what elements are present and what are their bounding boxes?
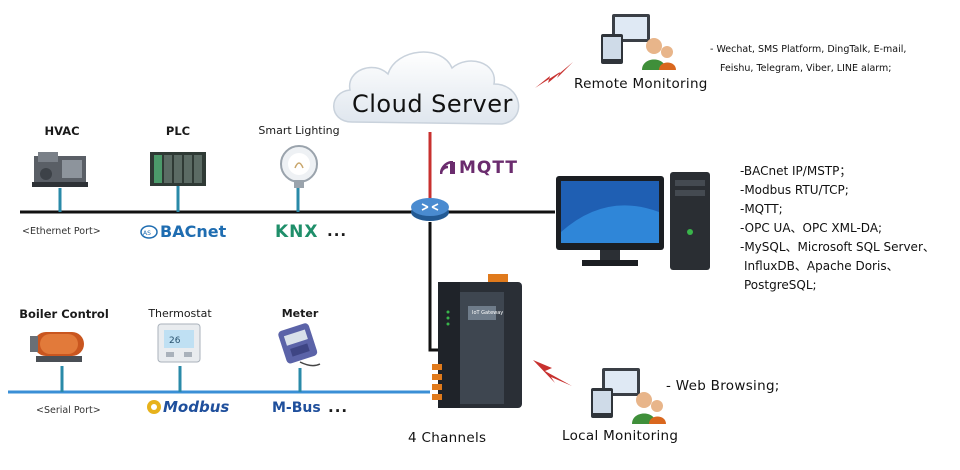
meter-icon: [276, 322, 322, 370]
hvac-label: HVAC: [44, 124, 80, 138]
mqtt-icon: [440, 161, 455, 175]
server-protocol-list: -BACnet IP/MSTP； -Modbus RTU/TCP; -MQTT;…: [740, 162, 935, 295]
cloud-server: Cloud Server: [322, 40, 542, 140]
bacnet-icon: AS: [140, 224, 158, 239]
router: [410, 196, 450, 222]
server-pc-icon: [556, 172, 716, 272]
mqtt-label: MQTT: [459, 158, 518, 178]
thermostat-icon: 26: [156, 322, 202, 364]
local-lightning-icon: [533, 360, 572, 386]
server-protocol-item: -BACnet IP/MSTP；: [740, 164, 852, 178]
server-protocol-item: InfluxDB、Apache Doris、: [744, 259, 899, 273]
remote-note-2: Feishu, Telegram, Viber, LINE alarm;: [720, 63, 892, 74]
meter-label: Meter: [281, 307, 319, 320]
hvac-icon: [30, 148, 92, 190]
smart-lighting-label: Smart Lighting: [258, 124, 340, 137]
mbus-logo: M-Bus: [272, 400, 321, 416]
svg-text:26: 26: [169, 336, 181, 346]
smart-lighting-icon: [278, 144, 320, 190]
cloud-label: Cloud Server: [352, 90, 513, 118]
ethernet-more: ...: [327, 222, 348, 240]
router-icon: [411, 198, 449, 221]
boiler-icon: [28, 324, 94, 366]
modbus-label: Modbus: [163, 398, 230, 416]
serial-port-label: <Serial Port>: [36, 405, 101, 416]
bacnet-label: BACnet: [160, 222, 227, 241]
cloud-icon: [333, 51, 520, 125]
ethernet-port-label: <Ethernet Port>: [22, 226, 101, 237]
server-protocol-item: -MySQL、Microsoft SQL Server、: [740, 240, 935, 254]
server-protocol-item: PostgreSQL;: [744, 278, 817, 292]
server-protocol-item: -Modbus RTU/TCP;: [740, 183, 849, 197]
gateway-caption: 4 Channels: [408, 430, 487, 446]
modbus-logo: Modbus: [146, 398, 229, 416]
iot-gateway: IoT Gateway: [432, 272, 528, 414]
local-monitoring-note: - Web Browsing;: [666, 378, 780, 394]
bacnet-logo: AS BACnet: [140, 222, 226, 241]
remote-lightning-icon: [535, 62, 573, 88]
plc-label: PLC: [165, 124, 191, 138]
local-monitoring-icon: [588, 366, 668, 426]
gateway-badge: IoT Gateway: [472, 310, 504, 316]
remote-monitoring-title: Remote Monitoring: [574, 76, 708, 92]
plc-icon: [148, 150, 208, 188]
thermostat-label: Thermostat: [148, 307, 212, 320]
local-monitoring-title: Local Monitoring: [562, 428, 679, 444]
remote-monitoring-icon: [598, 12, 678, 72]
server-protocol-item: -OPC UA、OPC XML-DA;: [740, 221, 883, 235]
serial-more: ...: [328, 398, 349, 416]
knx-logo: KNX: [275, 222, 319, 242]
svg-text:AS: AS: [143, 230, 151, 237]
server-protocol-item: -MQTT;: [740, 202, 783, 216]
mqtt-logo: MQTT: [440, 158, 518, 178]
boiler-control-label: Boiler Control: [19, 307, 109, 321]
gateway-device-icon: [432, 274, 522, 408]
modbus-gear-icon: [147, 400, 161, 414]
remote-note-1: - Wechat, SMS Platform, DingTalk, E-mail…: [710, 44, 907, 55]
